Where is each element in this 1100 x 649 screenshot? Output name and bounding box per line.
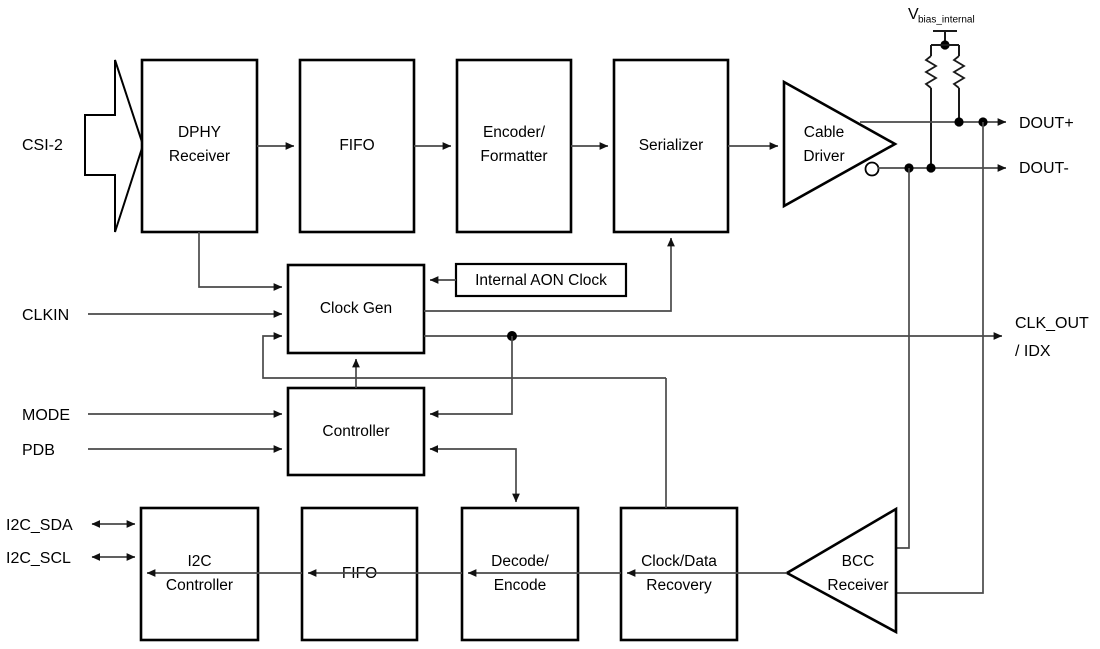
block-dphy-receiver[interactable] <box>140 58 259 234</box>
block-decode-encode[interactable] <box>460 506 580 642</box>
block-label-encoder-formatter-line2: Formatter <box>480 148 547 165</box>
block-label-clock-data-recovery-line2: Recovery <box>646 577 712 594</box>
resistor-right-icon <box>952 55 966 89</box>
pin-label-dout-plus: DOUT+ <box>1019 115 1074 132</box>
block-label-clock-data-recovery-line1: Clock/Data <box>641 553 717 570</box>
wire-controller-to-decode-encode <box>429 445 520 503</box>
block-serializer[interactable] <box>612 58 730 234</box>
wire-dphy-to-clock-gen <box>198 232 283 291</box>
vbias-supply-network <box>924 30 966 168</box>
block-clock-gen[interactable] <box>286 263 426 355</box>
inversion-bubble-icon <box>864 161 880 177</box>
pin-label-vbias: V <box>908 6 919 23</box>
pin-label-dout-minus: DOUT- <box>1019 160 1069 177</box>
block-label-i2c-controller-line1: I2C <box>187 553 211 570</box>
resistor-left-icon <box>924 55 938 89</box>
block-label-encoder-formatter-line1: Encoder/ <box>483 124 546 141</box>
block-internal-aon-clock[interactable] <box>454 262 628 298</box>
pin-label-pdb: PDB <box>22 442 55 459</box>
block-fifo-top[interactable] <box>298 58 416 234</box>
block-label-bcc-receiver-line1: BCC <box>842 553 875 570</box>
junction-dot-dout-plus-resistor <box>954 117 964 127</box>
block-label-dphy-receiver-line2: Receiver <box>169 148 230 165</box>
block-label-decode-encode-line2: Encode <box>494 577 547 594</box>
block-label-cable-driver-line1: Cable <box>804 124 845 141</box>
wire-dout-minus-to-bcc <box>896 168 910 549</box>
block-label-clock-gen: Clock Gen <box>320 300 392 317</box>
pin-label-clk-out-line2: / IDX <box>1015 343 1051 360</box>
block-label-controller: Controller <box>322 423 389 440</box>
block-label-serializer: Serializer <box>639 137 704 154</box>
block-label-dphy-receiver-line1: DPHY <box>178 124 221 141</box>
pin-label-clkin: CLKIN <box>22 307 69 324</box>
block-bcc-receiver[interactable] <box>784 506 898 635</box>
block-label-bcc-receiver-line2: Receiver <box>827 577 888 594</box>
wire-clock-gen-branch-to-controller <box>429 336 513 418</box>
block-encoder-formatter[interactable] <box>455 58 573 234</box>
block-label-fifo-top: FIFO <box>339 137 374 154</box>
wire-clock-gen-to-serializer <box>424 237 675 312</box>
wire-dout-plus-to-bcc <box>896 122 984 594</box>
pin-label-mode: MODE <box>22 407 70 424</box>
block-clock-data-recovery[interactable] <box>619 506 739 642</box>
block-i2c-controller[interactable] <box>139 506 260 642</box>
block-fifo-bottom[interactable] <box>300 506 419 642</box>
block-controller[interactable] <box>286 386 426 477</box>
block-label-decode-encode-line1: Decode/ <box>491 553 549 570</box>
junction-dot-dout-minus-resistor <box>926 163 936 173</box>
pin-label-i2c-sda: I2C_SDA <box>6 517 73 534</box>
pin-label-i2c-scl: I2C_SCL <box>6 550 71 567</box>
wire-feedback-to-clock-gen <box>262 332 666 379</box>
block-label-cable-driver-line2: Driver <box>803 148 844 165</box>
pin-label-csi2: CSI-2 <box>22 137 63 154</box>
block-label-i2c-controller-line2: Controller <box>166 577 233 594</box>
pin-label-clk-out-line1: CLK_OUT <box>1015 315 1089 332</box>
block-label-internal-aon-clock: Internal AON Clock <box>475 272 607 289</box>
pin-label-vbias-subscript: bias_internal <box>918 15 975 26</box>
csi2-bus-arrow <box>84 59 145 233</box>
block-cable-driver[interactable] <box>782 79 898 209</box>
